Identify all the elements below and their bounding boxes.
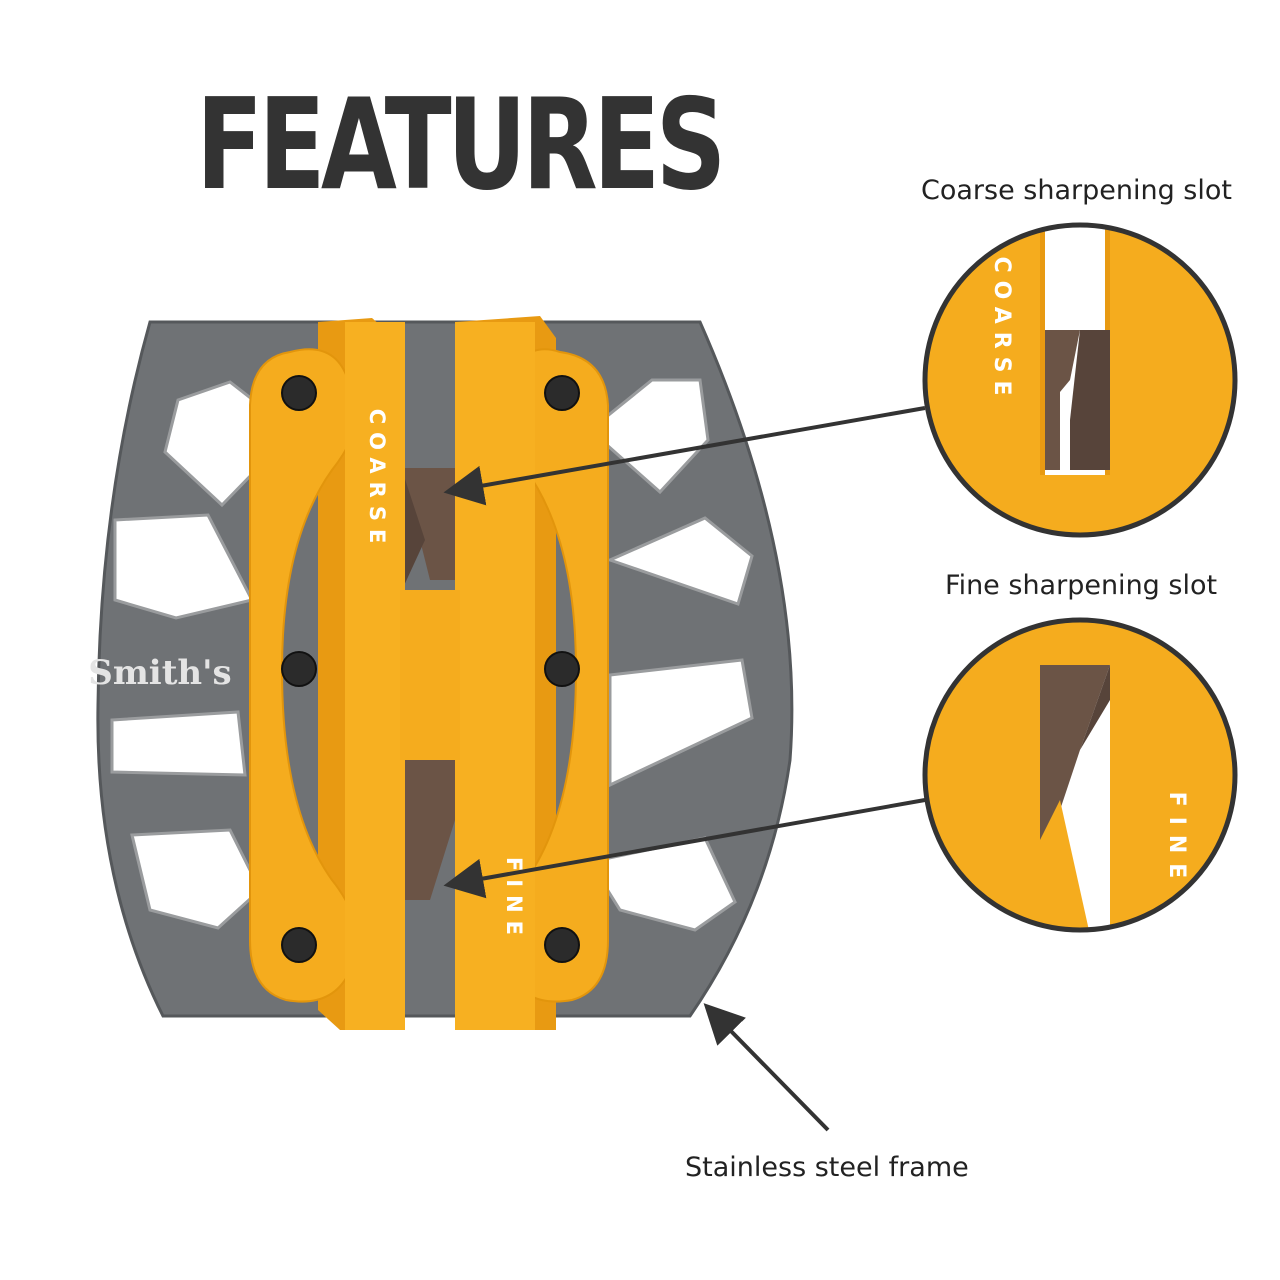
screw-icon	[544, 927, 580, 963]
screws	[281, 375, 580, 963]
frame-cutout	[110, 710, 247, 777]
fine-zoom-circle: FINE	[922, 617, 1238, 933]
coarse-callout-arrow	[443, 406, 926, 506]
frame-cutout	[605, 516, 754, 606]
screw-icon	[281, 651, 317, 687]
coarse-zoom-label: COARSE	[989, 256, 1014, 403]
frame-cutout	[113, 513, 255, 620]
screw-icon	[281, 927, 317, 963]
brand-logo: Smith's	[88, 653, 231, 693]
coarse-zoom-circle: COARSE	[922, 222, 1238, 538]
frame-cutout	[608, 658, 754, 788]
screw-icon	[544, 651, 580, 687]
screw-icon	[544, 375, 580, 411]
right-handle	[455, 316, 609, 1030]
ceramic-stones	[402, 468, 455, 900]
frame-callout: Stainless steel frame	[685, 1152, 969, 1183]
frame-callout-arrow	[703, 1003, 830, 1132]
frame-cutout	[130, 828, 262, 930]
coarse-slot-callout: Coarse sharpening slot	[921, 175, 1232, 206]
fine-zoom-label: FINE	[1164, 792, 1189, 889]
center-bridge	[400, 590, 460, 760]
fine-slot-callout: Fine sharpening slot	[945, 570, 1218, 601]
coarse-slot-label: COARSE	[365, 409, 389, 552]
fine-callout-arrow	[443, 798, 926, 899]
screw-icon	[281, 375, 317, 411]
frame-cutout	[587, 378, 710, 495]
left-handle	[249, 318, 405, 1030]
